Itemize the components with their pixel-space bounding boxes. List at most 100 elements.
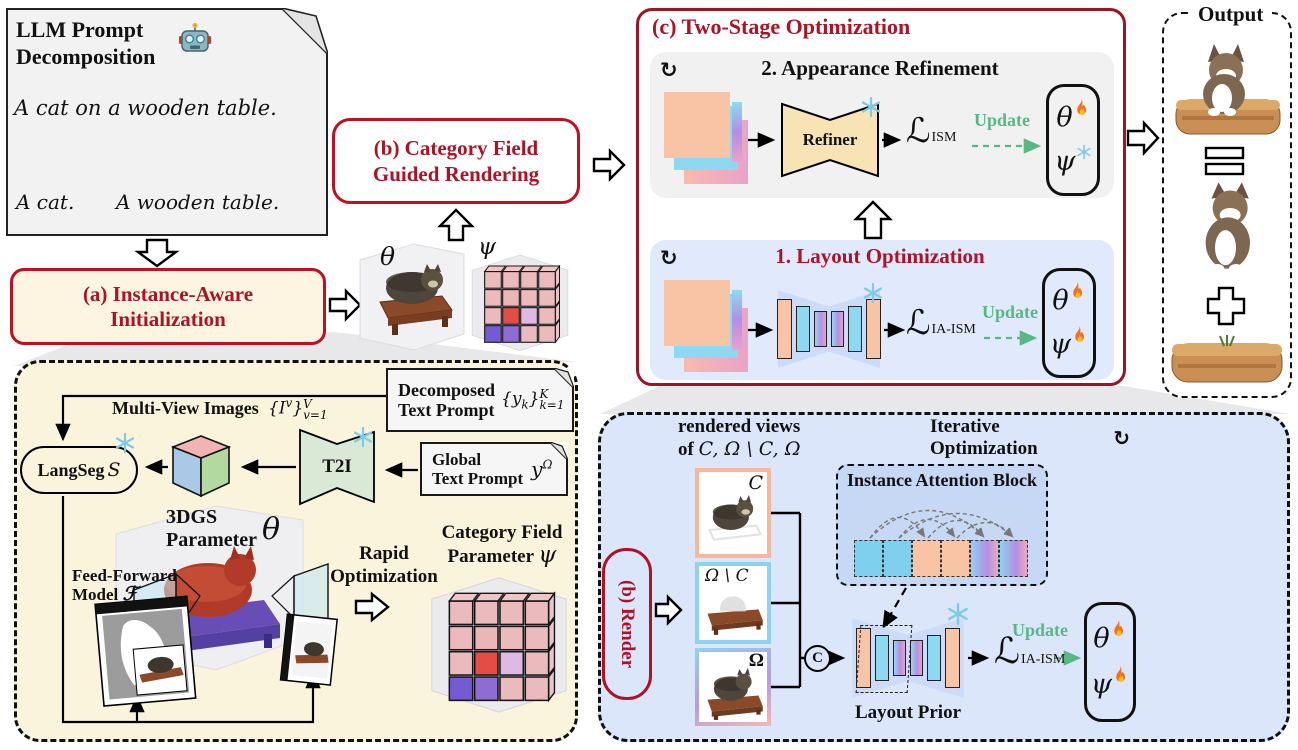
mv-sub: v=1 (303, 408, 328, 423)
theta-symbol: θ (380, 242, 396, 271)
refiner-label: Refiner (802, 130, 858, 149)
refine-loop-icon: ↻ (660, 58, 678, 82)
refine-update-label: Update (973, 110, 1030, 130)
layout-prior-label: Layout Prior (854, 702, 962, 723)
multiview-cube-icon (170, 435, 232, 498)
render-pill-label: (b) Render (617, 579, 638, 669)
stage-c-title: (c) Two-Stage Optimization (652, 14, 911, 39)
mv-close: } (292, 398, 304, 419)
layout-psi: ψ (1049, 328, 1072, 360)
rendered-views-line1: rendered views (678, 416, 801, 437)
view-omega-thumbnail: Ω (695, 648, 771, 726)
render-update-label: Update (1011, 620, 1068, 640)
dec-sup: K (539, 386, 549, 401)
img2-c: C (735, 566, 749, 586)
equals-icon (1204, 146, 1245, 176)
dec-open: {y (501, 388, 522, 409)
loss-ia-ism-render: ℒ IA-ISM (994, 631, 1066, 672)
psi-symbol: ψ (478, 234, 497, 260)
page-fold-icon (554, 368, 574, 388)
fire-icon (1072, 282, 1082, 299)
layout-param-pill: θ ψ (1042, 268, 1096, 378)
mv-sup: v (285, 396, 293, 410)
rapid-line2: Optimization (330, 566, 438, 587)
output-title: Output (1192, 2, 1270, 27)
llm-title-line2: Decomposition (16, 44, 156, 69)
view-omega-image (707, 667, 763, 720)
fire-icon (1076, 99, 1086, 116)
refiner-network: Refiner (780, 102, 880, 178)
stage-b-line1: (b) Category Field (373, 136, 539, 160)
layout-title: 1. Layout Optimization (775, 244, 985, 268)
loss-ia-ism-symbol: ℒ (906, 303, 931, 343)
psi-voxel-image (471, 254, 569, 351)
llm-title-line1: LLM Prompt (16, 17, 144, 42)
stage-a-line1: (a) Instance-Aware (82, 281, 254, 306)
attention-title: Instance Attention Block (846, 470, 1037, 490)
multiview-label: Multi-View Images (112, 398, 259, 418)
view-omega-minus-c-label: Ω \ C (705, 566, 749, 586)
view-omega-minus-c-thumbnail: Ω \ C (695, 562, 771, 644)
cf-line2: Parameter (447, 546, 534, 567)
dec-k: k (521, 397, 529, 411)
glob-sup: Ω (542, 457, 553, 472)
refine-rendered-stack-image (664, 92, 760, 188)
snowflake-icon (1076, 144, 1091, 160)
fire-icon (1113, 619, 1123, 636)
theta-scene-image (359, 243, 465, 351)
view-c-label: C (748, 472, 763, 494)
stage-b-line2: Guided Rendering (372, 162, 540, 186)
page-fold-icon (550, 442, 568, 460)
refine-title: 2. Appearance Refinement (761, 56, 999, 80)
ff-line2: Model (72, 585, 119, 604)
loss-render-subscript: IA-ISM (1020, 652, 1066, 667)
rapid-optimization-label: Rapid Optimization (326, 542, 442, 588)
view-c-image (708, 494, 763, 541)
gaussian-param-label: 3DGS Parameter (166, 506, 257, 552)
render-psi: ψ (1090, 669, 1113, 701)
global-math: yΩ (531, 457, 552, 481)
category-field-label: Category Field Parameter ψ (424, 522, 580, 568)
t2i-model: T2I (298, 428, 376, 506)
threedgs-scene-image (94, 505, 338, 707)
snowflake-icon (353, 426, 373, 448)
loss-ia-ism-layout: ℒ IA-ISM (906, 303, 976, 343)
global-prompt-card: Global Text Prompt yΩ (420, 442, 568, 496)
loss-ia-ism-subscript: IA-ISM (931, 322, 976, 337)
llm-full-prompt: A cat on a wooden table. (14, 96, 277, 120)
decomposed-line1: Decomposed (398, 380, 495, 400)
global-line2: Text Prompt (432, 469, 524, 488)
dec-sub: k=1 (539, 398, 565, 412)
attention-tokens (854, 540, 1028, 577)
feedforward-label: Feed-Forward Model ℱ (72, 566, 177, 604)
fire-icon (1075, 325, 1085, 342)
glob-y: y (531, 457, 543, 481)
robot-icon (179, 23, 211, 52)
t2i-label: T2I (322, 456, 352, 477)
loss-ism: ℒ ISM (906, 114, 956, 148)
rv-c2: C (758, 438, 773, 460)
concat-label: C (812, 650, 823, 666)
rapid-line1: Rapid (359, 543, 409, 564)
refine-theta: θ (1056, 102, 1073, 133)
category-field-voxel-image (431, 577, 567, 713)
rv-m1: , Ω \ (712, 438, 759, 460)
gs-theta-symbol: θ (262, 512, 281, 547)
cf-psi-symbol: ψ (538, 542, 557, 568)
output-board-image (1171, 335, 1283, 383)
loss-render-symbol: ℒ (994, 631, 1020, 672)
llm-decomposition-card (6, 8, 328, 236)
attention-injection-region (855, 625, 913, 693)
output-cat-image (1205, 182, 1250, 274)
snowflake-icon (861, 96, 881, 118)
plus-icon (1206, 286, 1246, 326)
langseg-module: LangSeg S (20, 446, 138, 494)
ff-line1: Feed-Forward (72, 566, 177, 585)
fire-icon (1116, 666, 1126, 683)
render-theta: θ (1093, 622, 1110, 654)
snowflake-icon (948, 602, 968, 626)
rv-of: of (678, 439, 694, 460)
